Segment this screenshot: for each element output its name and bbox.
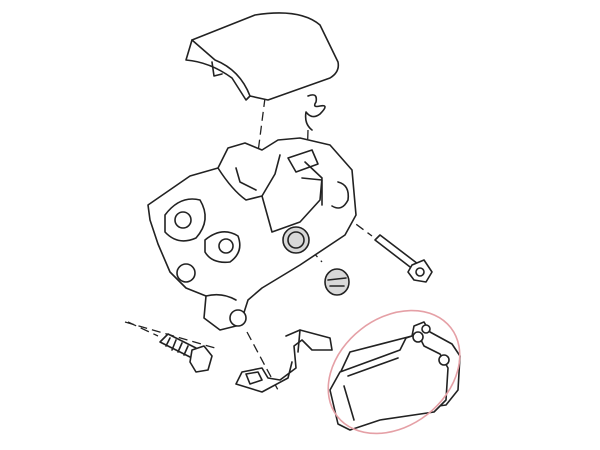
emblem-insert-icon <box>324 268 350 296</box>
pad-retainer-spring-icon <box>235 329 333 393</box>
caliper-body-icon <box>147 137 357 331</box>
heat-shield-cover-icon <box>185 12 340 101</box>
mounting-bolt-icon <box>159 333 213 373</box>
highlight-circle <box>327 309 461 435</box>
brake-pads-icon <box>329 321 461 431</box>
retaining-spring-clip-icon <box>304 94 326 131</box>
caliper-bolt-icon <box>374 234 433 283</box>
